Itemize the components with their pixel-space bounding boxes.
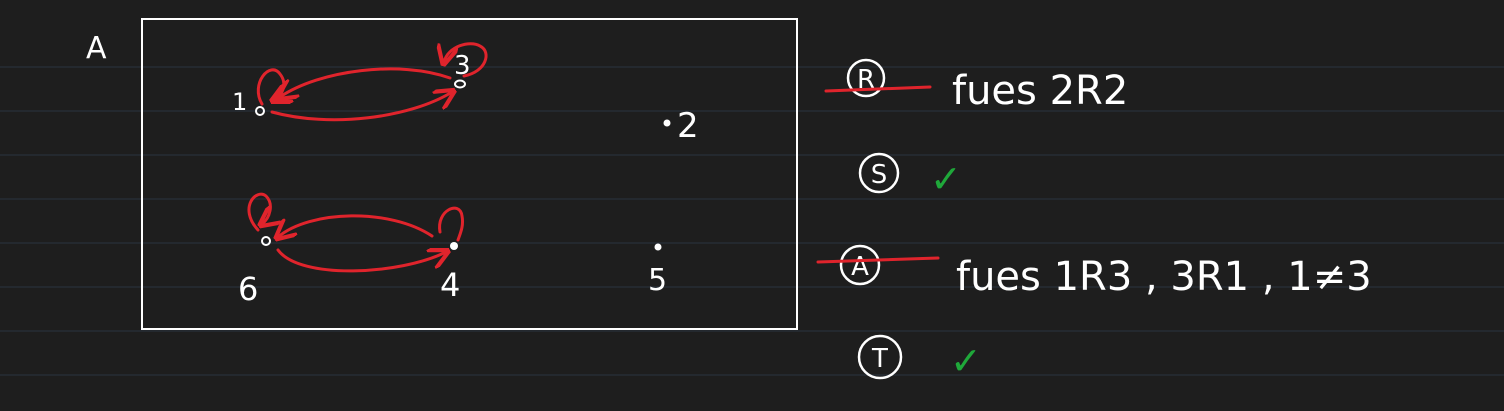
node-label-1: 1 — [232, 88, 247, 116]
edge-4-to-6 — [278, 214, 434, 237]
circle-S — [858, 152, 900, 194]
node-6: 6 — [238, 236, 271, 308]
property-T: T ✓ — [857, 334, 982, 383]
symbol-R: R — [857, 65, 875, 95]
self-loops — [247, 42, 488, 242]
edge-6-to-4 — [276, 250, 446, 273]
edge-3-to-1 — [280, 67, 452, 97]
node-5: 5 — [648, 243, 667, 298]
check-S: ✓ — [930, 157, 962, 201]
self-loop-3 — [444, 42, 488, 78]
note-A: fues 1R3 , 3R1 , 1≠3 — [956, 254, 1372, 300]
node-3: 3 — [454, 51, 471, 89]
circle-A — [839, 244, 881, 286]
property-S: S ✓ — [858, 152, 962, 201]
set-box — [141, 18, 798, 330]
node-label-5: 5 — [648, 263, 667, 298]
strike-R — [824, 85, 932, 93]
node-label-2: 2 — [677, 106, 699, 146]
self-loop-4 — [438, 206, 464, 242]
node-1: 1 — [232, 88, 265, 116]
set-label: A — [86, 31, 107, 66]
symbol-S: S — [871, 160, 888, 190]
strike-A — [816, 256, 940, 264]
self-loop-1 — [256, 68, 283, 106]
self-loop-6 — [247, 192, 270, 232]
node-label-6: 6 — [238, 270, 258, 308]
property-A: A fues 1R3 , 3R1 , 1≠3 — [816, 244, 1372, 300]
node-label-4: 4 — [440, 266, 460, 304]
relation-edges — [270, 67, 452, 273]
note-R: fues 2R2 — [952, 68, 1128, 114]
edge-1-to-3 — [270, 92, 452, 122]
node-2: 2 — [663, 106, 699, 146]
property-R: R fues 2R2 — [824, 58, 1128, 114]
circle-R — [846, 58, 886, 98]
circle-T — [857, 334, 903, 380]
node-4: 4 — [440, 242, 460, 304]
check-T: ✓ — [950, 339, 982, 383]
symbol-A: A — [851, 252, 869, 282]
symbol-T: T — [871, 344, 888, 374]
